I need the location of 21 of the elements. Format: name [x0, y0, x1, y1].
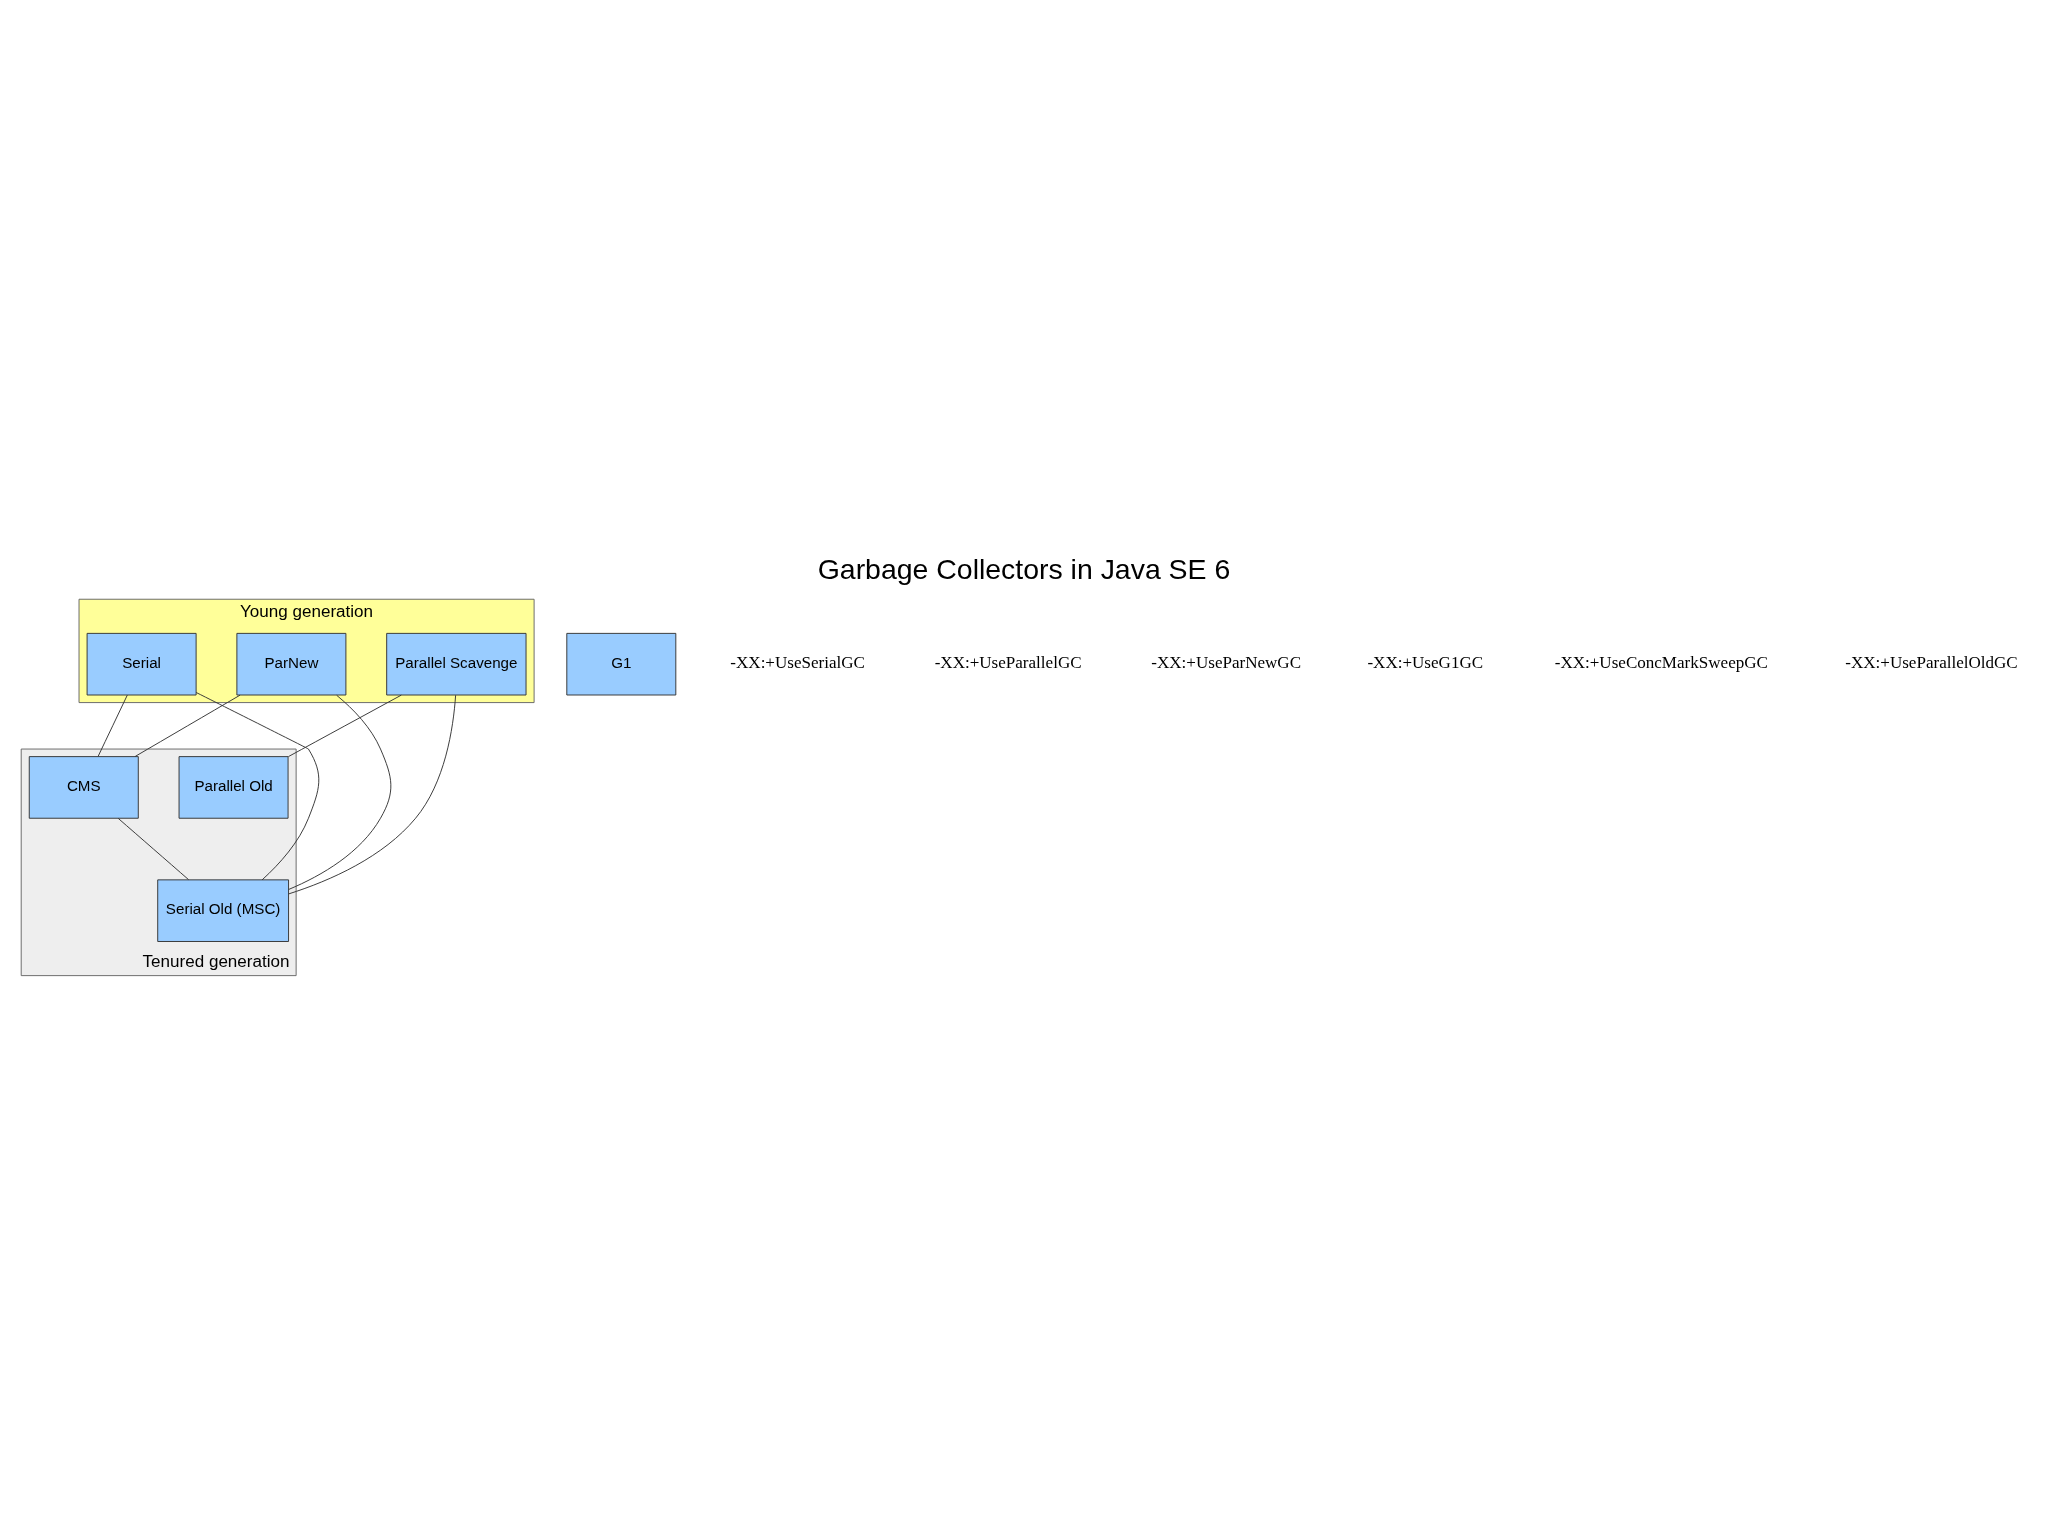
node-box: Serial Old (MSC)	[157, 879, 290, 942]
connector	[287, 694, 402, 758]
label: -XX:+UseParallelGC	[934, 653, 1082, 673]
connector	[117, 817, 190, 881]
connector	[97, 694, 128, 757]
diagram-title: Garbage Collectors in Java SE 6	[817, 553, 1231, 586]
label: -XX:+UseParNewGC	[1151, 653, 1302, 673]
node-box: ParNew	[236, 632, 347, 696]
connector	[288, 694, 457, 895]
node-box: G1	[566, 632, 677, 696]
label: -XX:+UseParallelOldGC	[1845, 653, 2018, 673]
connector	[288, 694, 392, 890]
node-box: CMS	[28, 756, 139, 819]
label: -XX:+UseSerialGC	[730, 653, 865, 673]
connector	[195, 692, 320, 881]
label: -XX:+UseConcMarkSweepGC	[1554, 653, 1768, 673]
node-box: Parallel Scavenge	[386, 632, 527, 696]
connector	[134, 694, 241, 757]
node-box: Parallel Old	[178, 756, 289, 819]
label: -XX:+UseG1GC	[1367, 653, 1484, 673]
node-box: Serial	[86, 632, 197, 696]
